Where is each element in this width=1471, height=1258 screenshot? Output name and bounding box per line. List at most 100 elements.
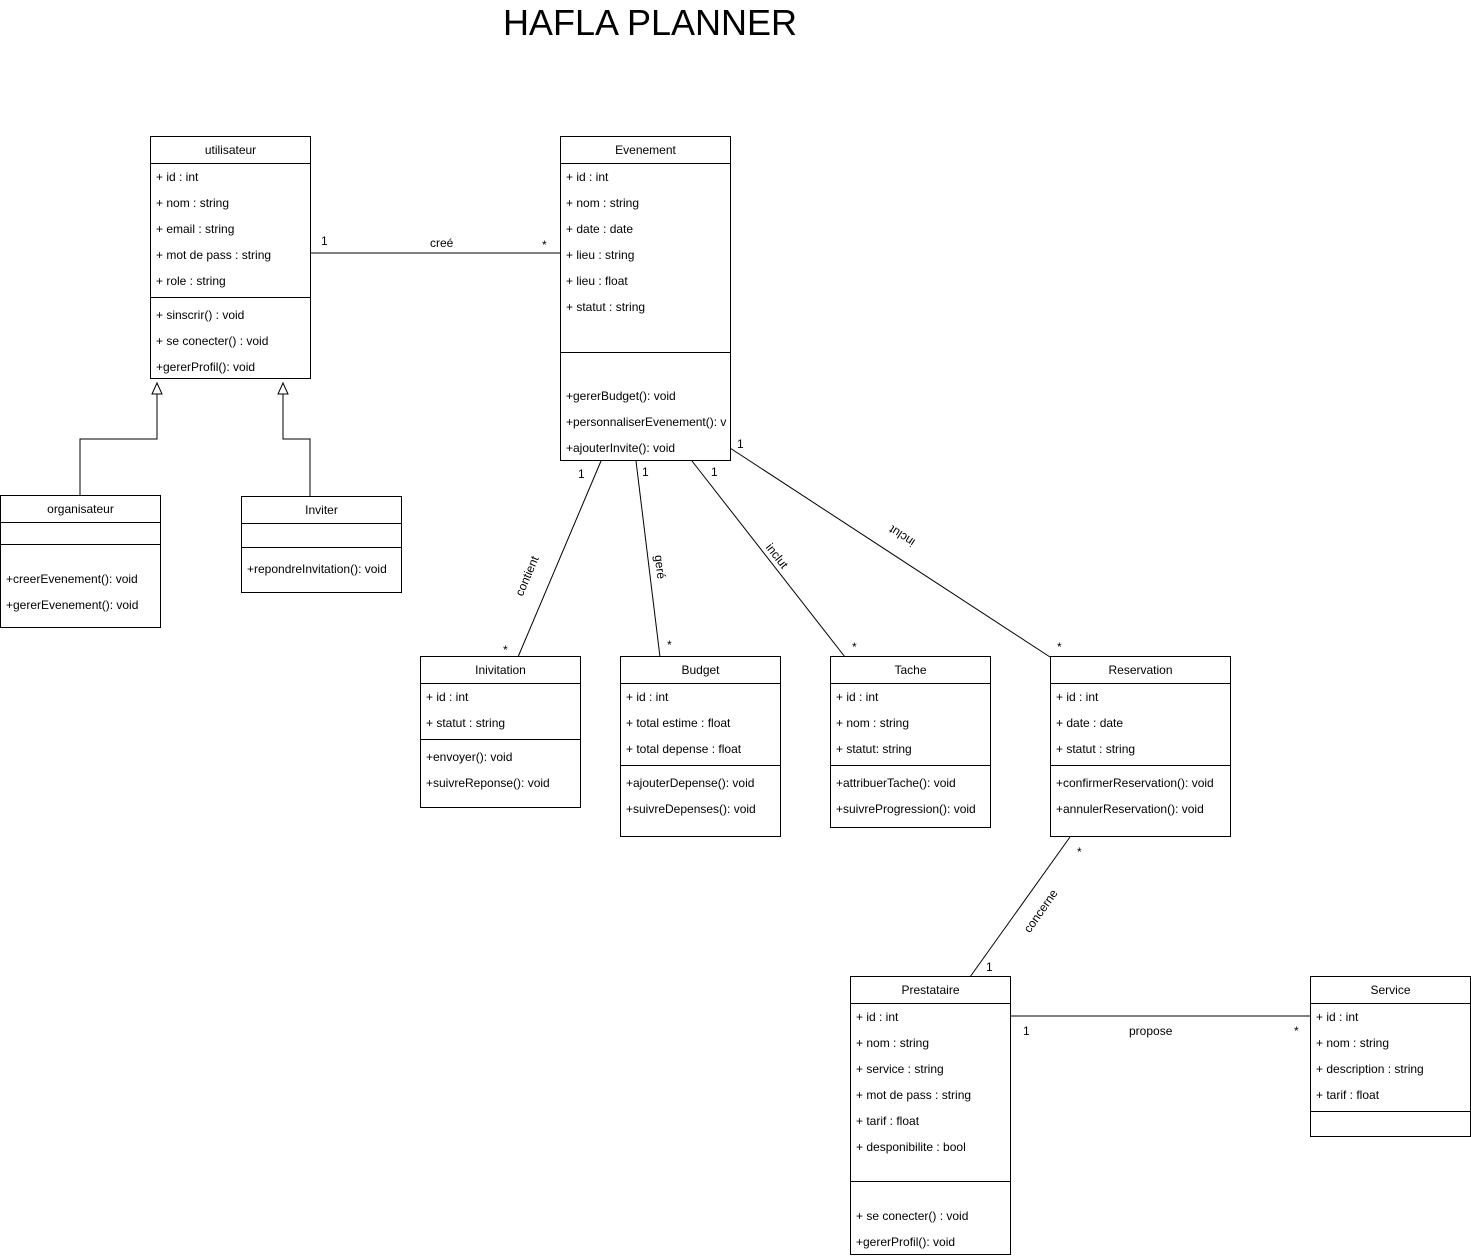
attribute: + id : int [856, 1010, 899, 1024]
diagram-title: HAFLA PLANNER [502, 2, 798, 43]
attribute: + id : int [426, 690, 469, 704]
multiplicity-concerne-target: 1 [986, 960, 993, 974]
edge-generalization-inviter [282, 394, 311, 496]
method: +suivreProgression(): void [836, 802, 976, 816]
attribute: + date : date [566, 222, 634, 236]
class-name: Budget [621, 657, 780, 684]
attribute: + date : date [1056, 716, 1124, 730]
edge-inclut-tache [691, 460, 846, 658]
attributes-section: + id : int + nom : string + description … [1311, 1004, 1470, 1112]
attribute: + id : int [1316, 1010, 1359, 1024]
multiplicity-gere-source: 1 [642, 465, 649, 479]
attributes-section [242, 524, 401, 548]
attributes-section: + id : int + nom : string + statut: stri… [831, 684, 990, 766]
attributes-section: + id : int + nom : string + date : date … [561, 164, 730, 353]
methods-section: +confirmerReservation(): void +annulerRe… [1051, 766, 1230, 822]
attributes-section: + id : int + nom : string + email : stri… [151, 164, 310, 298]
attribute: + statut: string [836, 742, 912, 756]
attribute: + id : int [156, 170, 199, 184]
attribute: + tarif : float [856, 1114, 920, 1128]
attribute: + role : string [156, 274, 226, 288]
multiplicity-propose-target: * [1294, 1024, 1299, 1038]
class-organisateur[interactable]: organisateur +creerEvenement(): void +ge… [0, 495, 161, 628]
attribute: + id : int [626, 690, 669, 704]
attribute: + nom : string [156, 196, 230, 210]
attribute: + statut : string [426, 716, 506, 730]
multiplicity-propose-source: 1 [1023, 1024, 1030, 1038]
multiplicity-inclut-tache-source: 1 [711, 465, 718, 479]
method: +personnaliserEvenement(): v [566, 415, 727, 429]
class-name: Prestataire [851, 977, 1010, 1004]
attribute: + id : int [836, 690, 879, 704]
attribute: + total depense : float [626, 742, 742, 756]
attribute: + nom : string [856, 1036, 930, 1050]
attribute: + service : string [856, 1062, 944, 1076]
method: +annulerReservation(): void [1056, 802, 1204, 816]
class-tache[interactable]: Tache + id : int + nom : string + statut… [830, 656, 991, 828]
attribute: + mot de pass : string [856, 1088, 972, 1102]
attribute: + statut : string [1056, 742, 1136, 756]
method: +envoyer(): void [426, 750, 513, 764]
class-budget[interactable]: Budget + id : int + total estime : float… [620, 656, 781, 837]
method: +confirmerReservation(): void [1056, 776, 1214, 790]
method: + se conecter() : void [156, 334, 269, 348]
edge-gere [635, 460, 661, 658]
class-name: Inivitation [421, 657, 580, 684]
generalization-arrow-organisateur [151, 381, 163, 395]
class-name: Reservation [1051, 657, 1230, 684]
methods-section: +gererBudget(): void +personnaliserEvene… [561, 353, 730, 461]
class-invitation[interactable]: Inivitation + id : int + statut : string… [420, 656, 581, 808]
attribute: + tarif : float [1316, 1088, 1380, 1102]
edge-concerne [969, 836, 1071, 978]
methods-section: +attribuerTache(): void +suivreProgressi… [831, 766, 990, 822]
multiplicity-inclut-tache-target: * [852, 640, 857, 654]
methods-section: + se conecter() : void +gererProfil(): v… [851, 1182, 1010, 1255]
attributes-section: + id : int + date : date + statut : stri… [1051, 684, 1230, 766]
attribute: + id : int [566, 170, 609, 184]
methods-section: +repondreInvitation(): void [242, 548, 401, 582]
association-label-cree: creé [430, 236, 454, 250]
methods-section: + sinscrir() : void + se conecter() : vo… [151, 298, 310, 380]
methods-section: +ajouterDepense(): void +suivreDepenses(… [621, 766, 780, 822]
attribute: + mot de pass : string [156, 248, 272, 262]
attributes-section: + id : int + total estime : float + tota… [621, 684, 780, 766]
method: +ajouterDepense(): void [626, 776, 755, 790]
method: +gererEvenement(): void [6, 598, 139, 612]
method: +attribuerTache(): void [836, 776, 956, 790]
attribute: + email : string [156, 222, 235, 236]
attribute: + nom : string [566, 196, 640, 210]
edge-inclut-reservation [729, 447, 1051, 658]
method: +ajouterInvite(): void [566, 441, 676, 455]
method: + se conecter() : void [856, 1209, 969, 1223]
class-name: Service [1311, 977, 1470, 1004]
association-label-gere: geré [651, 554, 669, 580]
method: +creerEvenement(): void [6, 572, 138, 586]
class-prestataire[interactable]: Prestataire + id : int + nom : string + … [850, 976, 1011, 1255]
class-name: utilisateur [151, 137, 310, 164]
attribute: + id : int [1056, 690, 1099, 704]
multiplicity-inclut-reservation-target: * [1057, 640, 1062, 654]
attributes-section [1, 523, 160, 545]
multiplicity-concerne-source: * [1077, 845, 1082, 859]
attribute: + nom : string [836, 716, 910, 730]
class-name: organisateur [1, 496, 160, 523]
attribute: + lieu : string [566, 248, 635, 262]
generalization-arrow-inviter [277, 381, 289, 395]
class-service[interactable]: Service + id : int + nom : string + desc… [1310, 976, 1471, 1137]
class-name: Tache [831, 657, 990, 684]
class-evenement[interactable]: Evenement + id : int + nom : string + da… [560, 136, 731, 461]
multiplicity-cree-target: * [542, 238, 547, 252]
class-reservation[interactable]: Reservation + id : int + date : date + s… [1050, 656, 1231, 837]
class-utilisateur[interactable]: utilisateur + id : int + nom : string + … [150, 136, 311, 379]
methods-section: +creerEvenement(): void +gererEvenement(… [1, 545, 160, 618]
edge-contient [517, 460, 602, 658]
class-inviter[interactable]: Inviter +repondreInvitation(): void [241, 496, 402, 593]
multiplicity-gere-target: * [667, 638, 672, 652]
method: +gererBudget(): void [566, 389, 676, 403]
attribute: + lieu : float [566, 274, 628, 288]
method: +gererProfil(): void [856, 1235, 956, 1249]
multiplicity-contient-target: * [503, 643, 508, 657]
attribute: + description : string [1316, 1062, 1424, 1076]
method: +suivreReponse(): void [426, 776, 550, 790]
attribute: + statut : string [566, 300, 646, 314]
